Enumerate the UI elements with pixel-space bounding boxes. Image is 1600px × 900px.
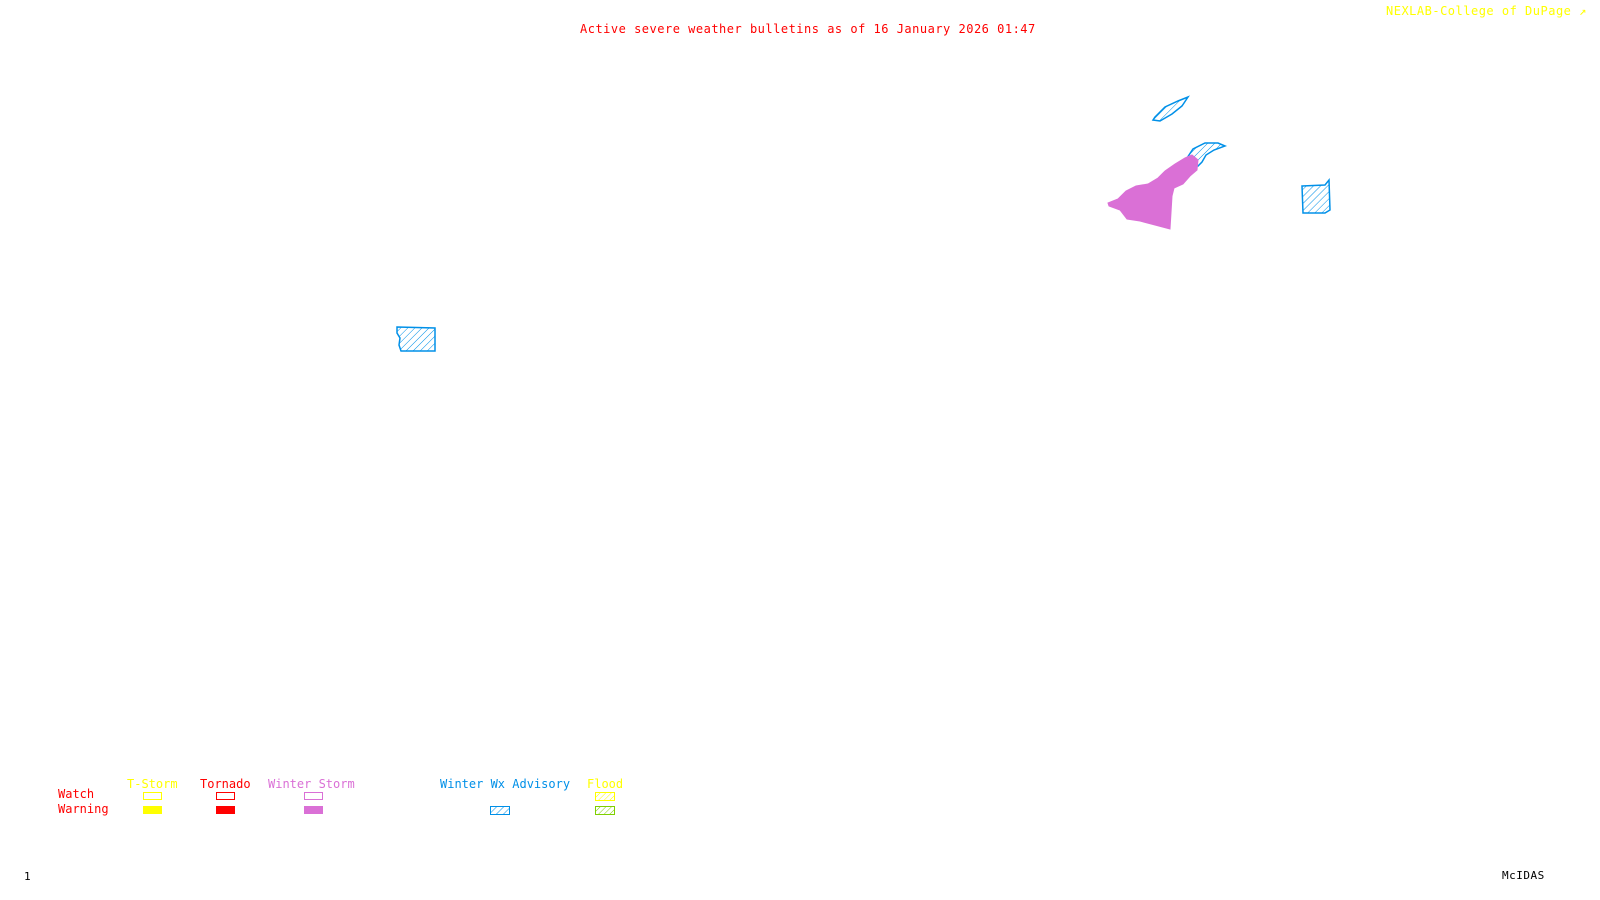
winter-storm-watch-swatch — [304, 792, 323, 800]
legend-tstorm-label: T-Storm — [127, 777, 178, 791]
winter-storm-warning-area[interactable] — [1107, 154, 1199, 230]
frame-number: 1 — [24, 870, 32, 883]
winter-storm-warning-swatch — [304, 806, 323, 814]
flood-warning-swatch — [595, 806, 615, 815]
tstorm-warning-swatch — [143, 806, 162, 814]
legend-watch-row-label: Watch — [58, 787, 95, 801]
legend-flood-label: Flood — [587, 777, 624, 791]
advisory-area-far-northeast[interactable] — [1301, 177, 1331, 214]
tstorm-watch-swatch — [143, 792, 162, 800]
advisory-area-lake[interactable] — [1151, 95, 1190, 122]
tornado-warning-swatch — [216, 806, 235, 814]
legend-winter-wx-advisory-label: Winter Wx Advisory — [440, 777, 571, 791]
legend-winter-storm-label: Winter Storm — [268, 777, 355, 791]
flood-watch-swatch — [595, 792, 615, 801]
map-title: Active severe weather bulletins as of 16… — [580, 22, 1036, 36]
advisory-area-west[interactable] — [396, 326, 436, 352]
credit-label: NEXLAB-College of DuPage ↗ — [1386, 4, 1587, 18]
legend-tornado-label: Tornado — [200, 777, 251, 791]
nexlab-logo-icon: ↗ — [1579, 4, 1587, 18]
tornado-watch-swatch — [216, 792, 235, 800]
winter-wx-advisory-swatch — [490, 806, 510, 815]
software-label: McIDAS — [1502, 869, 1545, 882]
legend-warning-row-label: Warning — [58, 802, 109, 816]
